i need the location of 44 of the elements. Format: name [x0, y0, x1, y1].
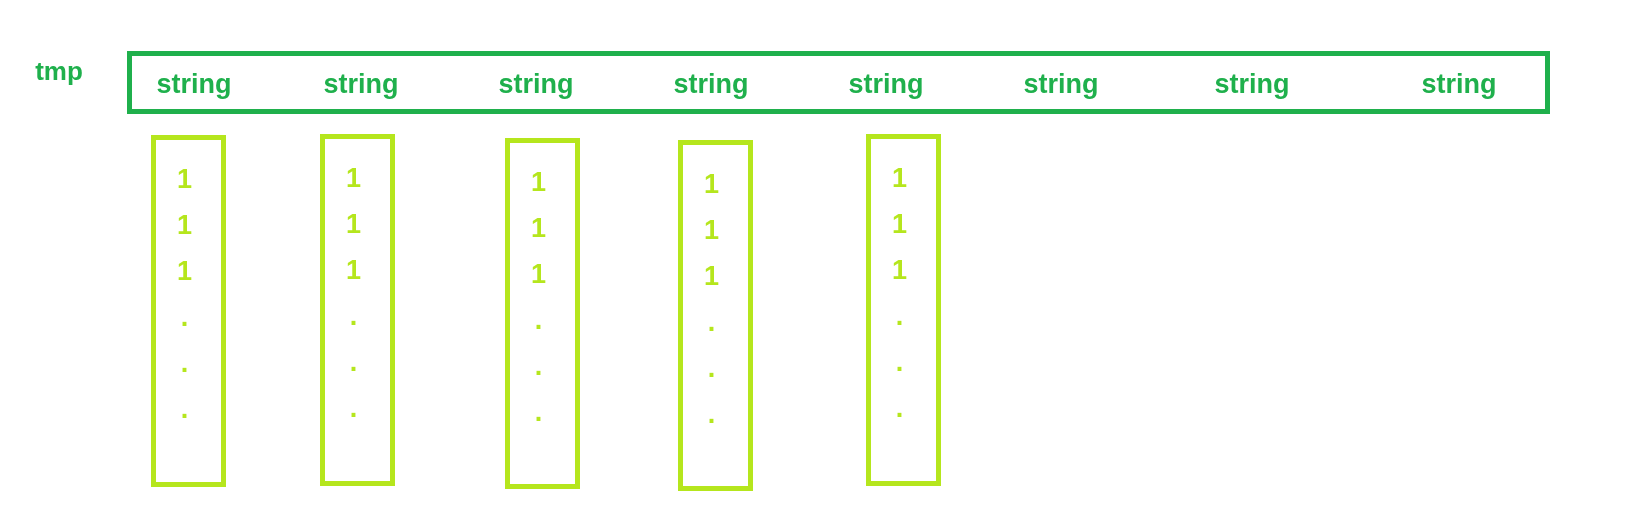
value-label: . — [534, 398, 543, 426]
type-label: string — [156, 70, 232, 98]
value-label: . — [349, 302, 358, 330]
value-label: 1 — [704, 262, 719, 290]
value-label: . — [534, 352, 543, 380]
type-label: string — [673, 70, 749, 98]
type-label: string — [1023, 70, 1099, 98]
type-label: string — [498, 70, 574, 98]
value-label: 1 — [892, 210, 907, 238]
value-label: . — [707, 354, 716, 382]
value-label: . — [707, 400, 716, 428]
type-label: string — [848, 70, 924, 98]
value-label: 1 — [531, 214, 546, 242]
type-label: string — [323, 70, 399, 98]
value-label: 1 — [704, 216, 719, 244]
value-label: . — [349, 394, 358, 422]
column-box — [151, 135, 226, 487]
value-label: . — [707, 308, 716, 336]
type-label: string — [1214, 70, 1290, 98]
value-label: . — [349, 348, 358, 376]
column-box — [866, 134, 941, 486]
column-box — [678, 140, 753, 491]
value-label: . — [895, 394, 904, 422]
value-label: . — [895, 348, 904, 376]
value-label: . — [180, 303, 189, 331]
value-label: 1 — [531, 260, 546, 288]
value-label: 1 — [704, 170, 719, 198]
value-label: . — [180, 395, 189, 423]
value-label: 1 — [892, 256, 907, 284]
value-label: 1 — [177, 257, 192, 285]
value-label: 1 — [346, 210, 361, 238]
value-label: 1 — [177, 165, 192, 193]
value-label: . — [180, 349, 189, 377]
variable-name: tmp — [35, 58, 83, 84]
value-label: 1 — [346, 256, 361, 284]
column-box — [320, 134, 395, 486]
value-label: 1 — [177, 211, 192, 239]
column-box — [505, 138, 580, 489]
value-label: . — [534, 306, 543, 334]
value-label: . — [895, 302, 904, 330]
value-label: 1 — [346, 164, 361, 192]
value-label: 1 — [892, 164, 907, 192]
type-label: string — [1421, 70, 1497, 98]
value-label: 1 — [531, 168, 546, 196]
